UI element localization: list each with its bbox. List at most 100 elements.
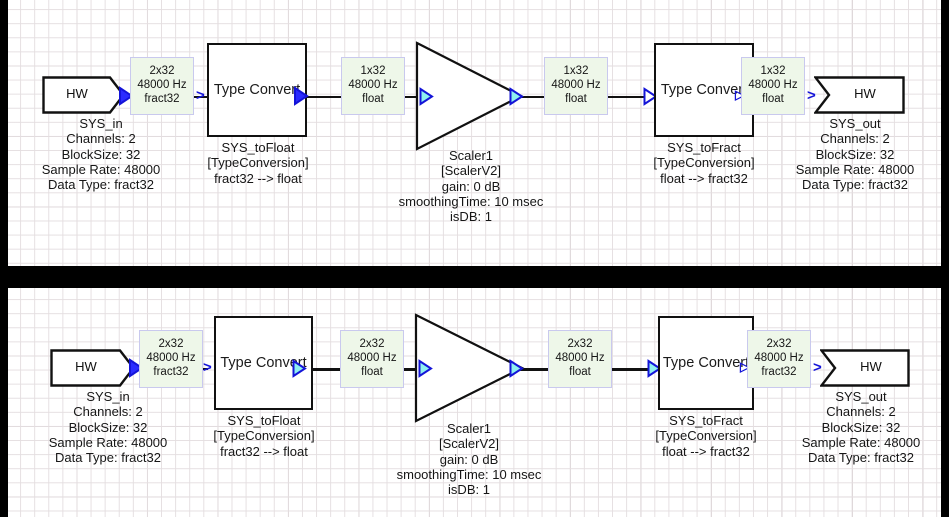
scaler-2-caption-line-1: [ScalerV2] xyxy=(439,436,499,452)
hw-out-caption-line-3: Sample Rate: 48000 xyxy=(795,161,915,177)
to-fract-2-caption-line-2: float --> fract32 xyxy=(662,443,750,459)
scaler-output-port[interactable] xyxy=(508,87,524,106)
to-float-2-caption-line-1: [TypeConversion] xyxy=(213,428,315,444)
signal-4-2-dims: 2x32 xyxy=(766,338,792,351)
scaler-block-2[interactable] xyxy=(413,312,525,424)
signal-3-dims: 1x32 xyxy=(563,65,589,78)
scaler-caption-line-4: isDB: 1 xyxy=(450,209,492,225)
hw-out-label: HW xyxy=(854,86,876,101)
signal-1-2-dims: 2x32 xyxy=(158,338,184,351)
hw-in-block[interactable]: HW xyxy=(42,76,126,114)
hw-in-caption-line-0: SYS_in xyxy=(79,116,123,131)
signal-2-2-rate: 48000 Hz xyxy=(347,352,397,365)
scaler-caption-line-1: [ScalerV2] xyxy=(441,163,501,179)
hw-out-2-caption-line-1: Channels: 2 xyxy=(826,404,896,420)
wire2-tofloat-sig2 xyxy=(304,368,344,371)
to-fract-label-line2: Convert xyxy=(696,81,748,98)
tofloat-input-chevron-icon: > xyxy=(196,87,205,104)
signal-label-3[interactable]: 1x32 48000 Hz float xyxy=(544,57,608,115)
hw-in-block-2[interactable]: HW xyxy=(50,349,136,387)
hw-in-caption-2: SYS_in Channels: 2 BlockSize: 32 Sample … xyxy=(8,389,213,466)
scaler-caption-line-2: gain: 0 dB xyxy=(441,178,501,194)
scaler-2-caption-line-3: smoothingTime: 10 msec xyxy=(396,466,542,482)
signal-label-3-2[interactable]: 2x32 48000 Hz float xyxy=(548,330,612,388)
to-float-caption: SYS_toFloat [TypeConversion] fract32 -->… xyxy=(188,140,328,186)
signal-label-2-2[interactable]: 2x32 48000 Hz float xyxy=(340,330,404,388)
hw-in-2-caption-line-0: SYS_in xyxy=(86,389,130,404)
type-convert-to-fract-block-2[interactable]: Type Convert xyxy=(658,316,754,410)
hw-out-caption: SYS_out Channels: 2 BlockSize: 32 Sample… xyxy=(750,116,941,193)
to-float-2-caption-line-0: SYS_toFloat xyxy=(227,413,301,428)
hw-in-caption-line-1: Channels: 2 xyxy=(66,131,136,147)
signal-label-2[interactable]: 1x32 48000 Hz float xyxy=(341,57,405,115)
hw-out-block-2[interactable]: HW xyxy=(819,349,910,387)
wire-tofloat-sig2 xyxy=(306,96,350,98)
signal-label-1[interactable]: 2x32 48000 Hz fract32 xyxy=(130,57,194,115)
type-convert-to-float-block[interactable]: Type Convert xyxy=(207,43,307,137)
to-fract-output-chevron-icon-2: ▷ xyxy=(740,359,750,374)
signal-1-type: fract32 xyxy=(144,92,180,105)
hw-out-caption-line-0: SYS_out xyxy=(829,116,881,131)
left-black-border xyxy=(0,0,8,517)
signal-2-2-dims: 2x32 xyxy=(359,338,385,351)
right-black-border xyxy=(941,0,949,517)
hw-in-caption-line-4: Data Type: fract32 xyxy=(48,177,154,193)
to-fract-caption: SYS_toFract [TypeConversion] float --> f… xyxy=(634,140,774,186)
to-float-caption-line-2: fract32 --> float xyxy=(214,170,302,186)
signal-4-2-rate: 48000 Hz xyxy=(754,352,804,365)
to-fract-2-caption-line-0: SYS_toFract xyxy=(669,413,743,428)
wire-scaler-sig3 xyxy=(510,96,548,98)
signal-label-4[interactable]: 1x32 48000 Hz float xyxy=(741,57,805,115)
hw-out-input-chevron-icon-2: > xyxy=(813,359,822,376)
to-float-label-line1: Type xyxy=(213,81,246,98)
signal-1-dims: 2x32 xyxy=(149,65,175,78)
hw-in-caption: SYS_in Channels: 2 BlockSize: 32 Sample … xyxy=(8,116,206,193)
to-fract-output-chevron-icon: ▷ xyxy=(735,87,745,102)
scaler-input-port[interactable] xyxy=(418,87,434,106)
signal-2-2-type: float xyxy=(361,365,383,378)
signal-3-2-type: float xyxy=(569,365,591,378)
hw-out-2-caption-line-0: SYS_out xyxy=(835,389,887,404)
signal-2-rate: 48000 Hz xyxy=(348,79,398,92)
signal-3-2-dims: 2x32 xyxy=(567,338,593,351)
scaler-block[interactable] xyxy=(414,40,524,152)
signal-4-2-type: fract32 xyxy=(761,365,797,378)
hw-in-output-port[interactable] xyxy=(118,86,134,106)
wire2-sig3-tofract xyxy=(610,368,650,371)
scaler-output-port-2[interactable] xyxy=(508,359,524,378)
signal-4-dims: 1x32 xyxy=(760,65,786,78)
hw-in-output-port-2[interactable] xyxy=(128,358,144,378)
scaler-2-caption-line-0: Scaler1 xyxy=(446,421,492,436)
scaler-caption-2: Scaler1 [ScalerV2] gain: 0 dB smoothingT… xyxy=(364,421,574,498)
to-fract-2-caption-line-1: [TypeConversion] xyxy=(655,428,757,444)
signal-label-1-2[interactable]: 2x32 48000 Hz fract32 xyxy=(139,330,203,388)
signal-1-rate: 48000 Hz xyxy=(137,79,187,92)
signal-3-type: float xyxy=(565,92,587,105)
to-fract-2-label-line1: Type xyxy=(662,354,695,371)
to-float-output-port[interactable] xyxy=(293,86,309,106)
signal-1-2-type: fract32 xyxy=(153,365,189,378)
diagram-canvas-bottom[interactable]: HW SYS_in Channels: 2 BlockSize: 32 Samp… xyxy=(8,288,941,517)
hw-out-label-2: HW xyxy=(860,359,882,374)
hw-out-2-caption-line-3: Sample Rate: 48000 xyxy=(801,434,921,450)
to-float-caption-line-0: SYS_toFloat xyxy=(221,140,295,155)
to-float-caption-line-1: [TypeConversion] xyxy=(207,155,309,171)
signal-label-4-2[interactable]: 2x32 48000 Hz fract32 xyxy=(747,330,811,388)
to-fract-caption-line-0: SYS_toFract xyxy=(667,140,741,155)
wire-sig1-tofloat xyxy=(194,96,208,98)
to-fract-caption-line-1: [TypeConversion] xyxy=(653,155,755,171)
to-fract-input-port-2[interactable] xyxy=(646,359,662,378)
to-float-output-port-2[interactable] xyxy=(291,359,307,378)
to-fract-input-port[interactable] xyxy=(642,87,658,106)
to-float-2-caption-line-2: fract32 --> float xyxy=(220,443,308,459)
scaler-input-port-2[interactable] xyxy=(417,359,433,378)
hw-in-2-caption-line-3: Sample Rate: 48000 xyxy=(48,434,168,450)
to-float-caption-2: SYS_toFloat [TypeConversion] fract32 -->… xyxy=(194,413,334,459)
wire-sig3-tofract xyxy=(606,96,646,98)
to-fract-label-line1: Type xyxy=(660,81,693,98)
scaler-caption: Scaler1 [ScalerV2] gain: 0 dB smoothingT… xyxy=(366,148,576,225)
wire2-sig2-scaler xyxy=(404,368,422,371)
hw-out-block[interactable]: HW xyxy=(813,76,905,114)
diagram-canvas-top[interactable]: HW SYS_in Channels: 2 BlockSize: 32 Samp… xyxy=(8,0,941,266)
scaler-2-caption-line-4: isDB: 1 xyxy=(448,482,490,498)
